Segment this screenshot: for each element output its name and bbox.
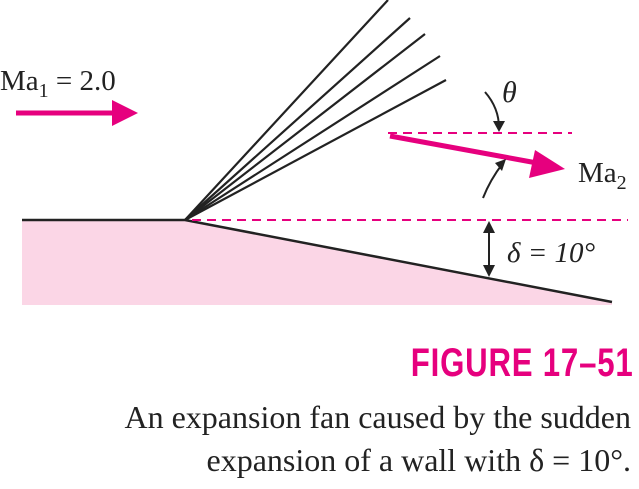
delta-arrowhead-bottom xyxy=(483,265,495,277)
expansion-fan-diagram: Ma1 = 2.0 θ Ma2 δ = 10° xyxy=(0,0,628,305)
downstream-flow-arrow xyxy=(389,133,549,168)
fan-line xyxy=(184,0,389,221)
fan-line xyxy=(184,55,441,221)
delta-arrowhead-top xyxy=(483,221,495,233)
expansion-fan xyxy=(184,0,447,221)
theta-arrowhead-bottom xyxy=(495,159,506,171)
caption-line-1: An expansion fan caused by the sudden xyxy=(124,399,631,435)
upstream-mach-label: Ma1 = 2.0 xyxy=(0,65,116,102)
downstream-mach-label: Ma2 xyxy=(578,157,627,194)
figure-caption: An expansion fan caused by the sudden ex… xyxy=(1,396,631,482)
wall-region xyxy=(22,220,612,305)
fan-line xyxy=(184,79,447,221)
caption-line-2: expansion of a wall with δ = 10°. xyxy=(206,442,631,478)
theta-arrowhead-top xyxy=(493,121,505,132)
figure-number: FIGURE 17–51 xyxy=(410,341,633,385)
delta-label: δ = 10° xyxy=(507,237,596,269)
theta-label: θ xyxy=(502,76,517,109)
fan-line xyxy=(184,33,426,221)
fan-line xyxy=(184,17,411,221)
downstream-arrowhead xyxy=(529,150,565,178)
upstream-arrowhead xyxy=(112,100,138,126)
